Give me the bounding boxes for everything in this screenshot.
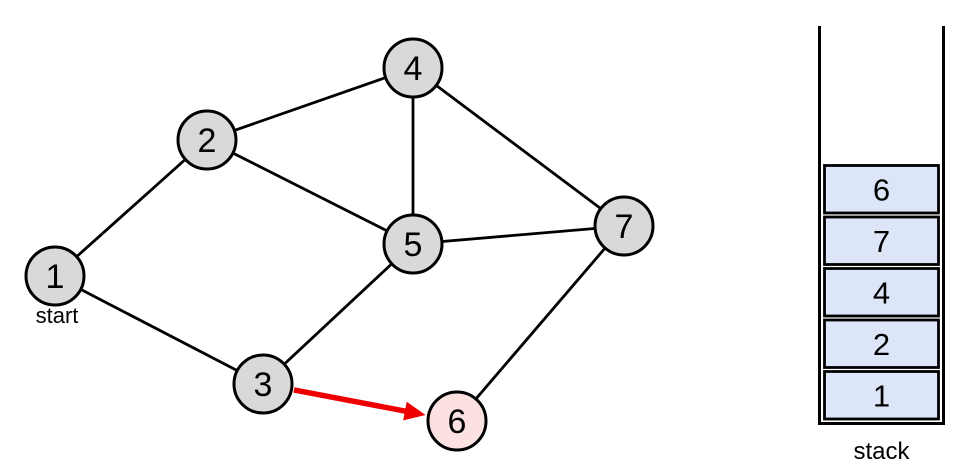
graph-node-7 — [593, 195, 655, 257]
stack-slot-6 — [823, 164, 940, 215]
graph-node-label-7: 7 — [615, 208, 634, 246]
stack-label: stack — [853, 438, 910, 465]
stack-container — [818, 26, 945, 425]
graph-node-label-1: 1 — [46, 258, 65, 296]
graph-node-4 — [382, 37, 444, 99]
edge-1-2 — [54, 138, 208, 278]
stack-slot-label-6: 6 — [873, 172, 890, 207]
traversal-arrow-shaft — [293, 387, 410, 415]
stack-slot-label-2: 2 — [873, 327, 890, 362]
graph-node-label-6: 6 — [448, 403, 467, 441]
edge-1-3 — [54, 274, 264, 386]
edge-2-4 — [206, 66, 414, 142]
stack-slot-7 — [823, 215, 940, 266]
graph-node-5 — [382, 213, 444, 275]
edge-6-7 — [455, 225, 626, 422]
graph-node-label-4: 4 — [404, 50, 423, 88]
stack-slot-label-4: 4 — [873, 275, 890, 310]
traversal-arrow-head — [403, 401, 426, 421]
graph-node-2 — [176, 109, 238, 171]
stack-slot-4 — [823, 267, 940, 318]
stack-slot-label-1: 1 — [873, 378, 890, 413]
graph-node-label-5: 5 — [404, 226, 423, 264]
graph-node-3 — [232, 353, 294, 415]
edge-5-7 — [412, 224, 625, 246]
graph-node-label-3: 3 — [254, 366, 273, 404]
graph-node-6 — [426, 390, 488, 452]
stack-slot-1 — [823, 370, 940, 421]
start-label: start — [36, 303, 79, 328]
stack-slot-label-7: 7 — [873, 224, 890, 259]
graph-node-label-2: 2 — [198, 122, 217, 160]
edge-3-5 — [262, 242, 414, 386]
graph-node-1 — [24, 245, 86, 307]
edge-2-5 — [206, 138, 414, 246]
stack-slot-2 — [823, 318, 940, 369]
edge-4-7 — [412, 66, 625, 228]
